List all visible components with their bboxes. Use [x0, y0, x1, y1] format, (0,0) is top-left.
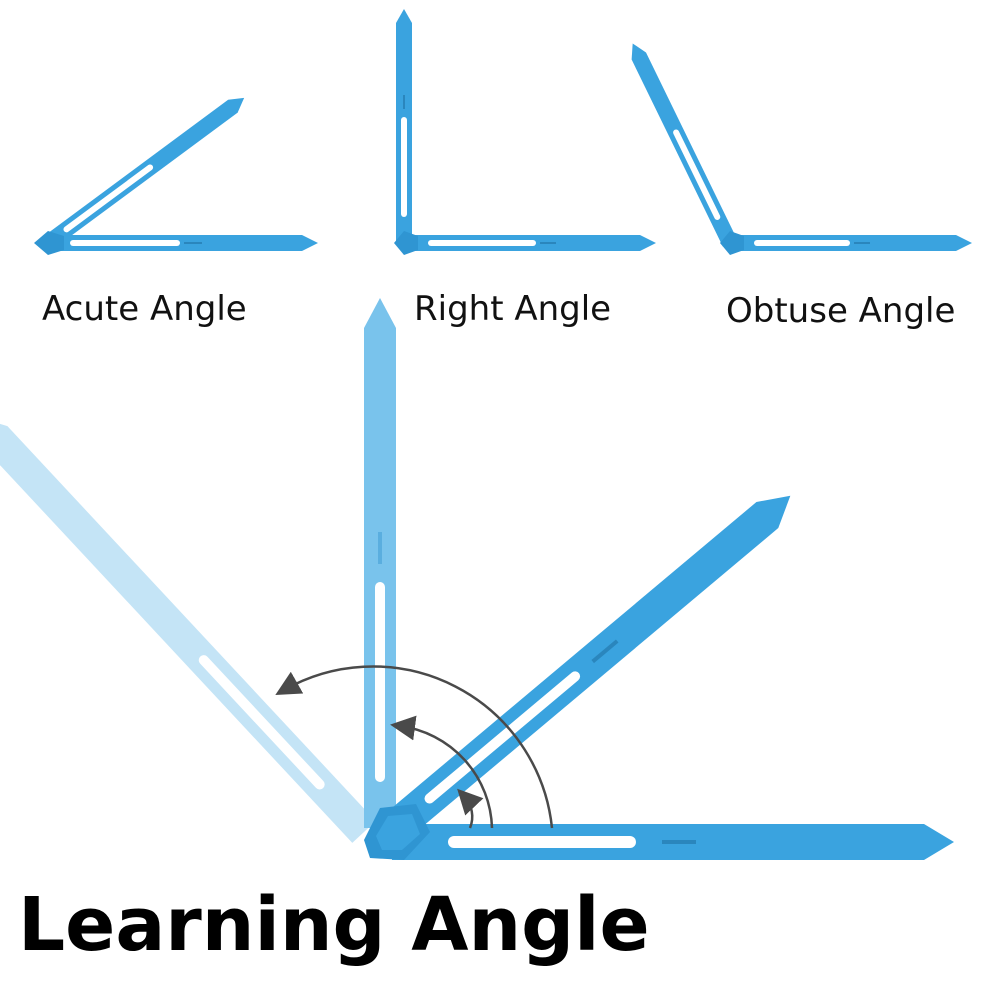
right-hinge: [394, 231, 418, 255]
large-arm-vertical: [364, 298, 396, 828]
large-arm-diagonal: [381, 495, 791, 844]
right-angle-ruler: [394, 9, 656, 255]
arrow-medium-right: [390, 715, 494, 829]
right-angle-label: Right Angle: [414, 289, 612, 329]
acute-hinge: [34, 231, 64, 255]
acute-angle-ruler: [34, 97, 318, 255]
arrow-large-obtuse: [275, 665, 554, 829]
large-arm-faded: [0, 416, 376, 843]
acute-arm-upper: [43, 97, 245, 250]
obtuse-arm-upper: [631, 43, 738, 247]
large-arm-horizontal: [392, 824, 954, 860]
obtuse-angle-ruler: [631, 43, 972, 255]
obtuse-hinge: [720, 231, 744, 255]
obtuse-angle-label: Obtuse Angle: [726, 291, 956, 331]
arrow-small-acute: [457, 788, 484, 829]
page-title: Learning Angle: [18, 882, 650, 968]
obtuse-arm-lower: [730, 235, 972, 251]
acute-arm-lower: [48, 235, 318, 251]
right-arm-horizontal: [404, 235, 656, 251]
large-hinge-cap: [376, 814, 420, 850]
rotation-arrows: [275, 665, 554, 829]
right-arm-vertical: [396, 9, 412, 243]
acute-angle-label: Acute Angle: [42, 289, 247, 329]
learning-angle-ruler: [0, 298, 954, 860]
